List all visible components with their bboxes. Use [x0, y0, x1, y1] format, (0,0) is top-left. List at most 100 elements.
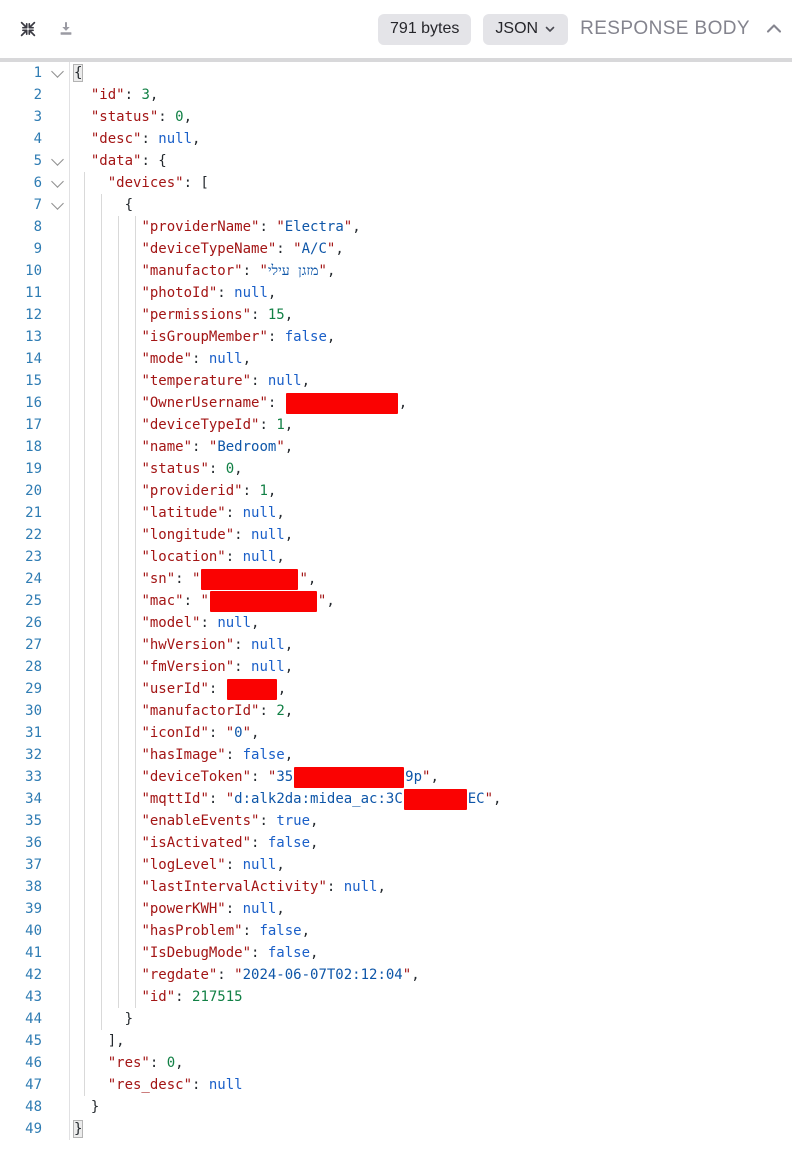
json-punctuation: :	[124, 87, 142, 103]
json-punctuation: :	[141, 131, 159, 147]
json-key: "res"	[107, 1055, 150, 1071]
indent-guide	[118, 634, 119, 656]
collapse-icon[interactable]	[16, 17, 40, 41]
indent-guide	[101, 898, 102, 920]
indent-guide	[101, 524, 102, 546]
json-punctuation: ,	[149, 87, 159, 103]
json-number: 0	[166, 1055, 176, 1071]
json-string: מזגן עילי	[267, 263, 319, 279]
format-dropdown[interactable]: JSON	[483, 13, 569, 45]
indent-guide	[118, 876, 119, 898]
line-number: 9	[33, 241, 42, 257]
indent-guide	[101, 304, 102, 326]
toolbar-left-icons	[0, 17, 78, 41]
json-key: "iconId"	[141, 725, 209, 741]
code-line-content: "providerName": "Electra",	[70, 216, 792, 238]
json-punctuation: :	[192, 1077, 209, 1093]
indent-guide	[135, 480, 136, 502]
line-number: 31	[25, 725, 42, 741]
code-line: 13 "isGroupMember": false,	[0, 326, 792, 348]
indent-spaces	[74, 197, 125, 213]
indent-guide	[101, 964, 102, 986]
fold-chevron-icon[interactable]	[51, 175, 64, 188]
indent-guide	[118, 568, 119, 590]
fold-gutter	[46, 722, 70, 744]
indent-guide	[135, 392, 136, 414]
line-number: 7	[33, 197, 42, 213]
download-icon[interactable]	[54, 17, 78, 41]
json-punctuation: :	[242, 263, 260, 279]
json-string-quote: "	[208, 439, 218, 455]
code-line-content: "temperature": null,	[70, 370, 792, 392]
line-number: 21	[25, 505, 42, 521]
indent-guide	[84, 1008, 85, 1030]
indent-guide	[101, 920, 102, 942]
json-punctuation: :	[242, 483, 260, 499]
format-dropdown-label: JSON	[495, 20, 539, 37]
indent-guide	[118, 964, 119, 986]
code-line: 44 }	[0, 1008, 792, 1030]
fold-gutter	[46, 1096, 70, 1118]
json-punctuation: }	[90, 1099, 100, 1115]
code-line-content: "res": 0,	[70, 1052, 792, 1074]
code-line-content: "userId": ,	[70, 678, 792, 700]
code-line-content: "deviceTypeId": 1,	[70, 414, 792, 436]
code-line: 21 "latitude": null,	[0, 502, 792, 524]
line-number: 39	[25, 901, 42, 917]
indent-guide	[118, 810, 119, 832]
indent-guide	[118, 370, 119, 392]
indent-guide	[84, 898, 85, 920]
fold-chevron-icon[interactable]	[51, 197, 64, 210]
json-string-quote: "	[318, 263, 327, 279]
code-line: 40 "hasProblem": false,	[0, 920, 792, 942]
json-key: "IsDebugMode"	[141, 945, 252, 961]
code-line-content: "isActivated": false,	[70, 832, 792, 854]
code-line-content: "manufactorId": 2,	[70, 700, 792, 722]
code-line: 48 }	[0, 1096, 792, 1118]
json-string-quote: "	[259, 263, 268, 279]
json-key: "logLevel"	[141, 857, 226, 873]
json-string-quote: "	[326, 241, 336, 257]
fold-gutter	[46, 656, 70, 678]
indent-guide	[101, 766, 102, 788]
code-line: 3 "status": 0,	[0, 106, 792, 128]
json-punctuation: :	[225, 857, 243, 873]
indent-guide	[101, 392, 102, 414]
indent-guide	[118, 590, 119, 612]
code-line: 4 "desc": null,	[0, 128, 792, 150]
line-number: 13	[25, 329, 42, 345]
code-line: 42 "regdate": "2024-06-07T02:12:04",	[0, 964, 792, 986]
indent-guide	[118, 700, 119, 722]
json-key: "id"	[90, 87, 125, 103]
code-line: 8 "providerName": "Electra",	[0, 216, 792, 238]
json-string: 9p	[405, 769, 423, 785]
json-atom: false	[284, 329, 327, 345]
json-key: "deviceTypeName"	[141, 241, 277, 257]
json-atom: null	[343, 879, 378, 895]
fold-gutter	[46, 370, 70, 392]
indent-spaces	[74, 1055, 108, 1071]
code-line: 25 "mac": "",	[0, 590, 792, 612]
json-number: 0	[225, 461, 235, 477]
json-punctuation: :	[208, 681, 226, 697]
json-punctuation: ,	[251, 725, 260, 741]
fold-gutter	[46, 282, 70, 304]
line-number: 38	[25, 879, 42, 895]
json-atom: true	[276, 813, 311, 829]
line-number: 19	[25, 461, 42, 477]
indent-guide	[118, 524, 119, 546]
fold-chevron-icon[interactable]	[51, 65, 64, 78]
json-string-quote: "	[192, 571, 201, 587]
code-line-content: "location": null,	[70, 546, 792, 568]
indent-guide	[84, 854, 85, 876]
fold-chevron-icon[interactable]	[51, 153, 64, 166]
fold-gutter	[46, 1052, 70, 1074]
code-line: 15 "temperature": null,	[0, 370, 792, 392]
code-line: 20 "providerid": 1,	[0, 480, 792, 502]
json-punctuation: ,	[251, 615, 260, 631]
chevron-up-icon[interactable]	[762, 17, 786, 41]
code-line-content: "OwnerUsername": ,	[70, 392, 792, 414]
code-line-content: "manufactor": "מזגן עילי",	[70, 260, 792, 282]
json-punctuation: :	[251, 945, 268, 961]
